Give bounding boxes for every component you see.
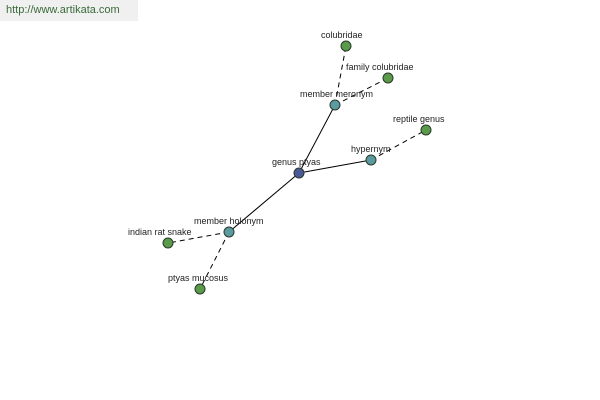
node-label-genus-ptyas[interactable]: genus ptyas (272, 157, 321, 167)
source-banner: http://www.artikata.com (0, 0, 138, 21)
node-colubridae[interactable] (340, 40, 352, 52)
node-label-ptyas-mucosus[interactable]: ptyas mucosus (168, 273, 229, 283)
edge-member-holonym-to-indian-rat-snake (167, 231, 230, 244)
source-link[interactable]: http://www.artikata.com (6, 4, 120, 16)
edge-member-meronym-to-family-colubridae (334, 77, 389, 106)
node-label-member-holonym[interactable]: member holonym (194, 216, 264, 226)
edge-genus-ptyas-to-member-holonym (228, 172, 300, 233)
node-hypernym[interactable] (365, 154, 377, 166)
edge-member-meronym-to-colubridae (334, 45, 347, 106)
node-indian-rat-snake[interactable] (162, 237, 174, 249)
node-ptyas-mucosus[interactable] (194, 283, 206, 295)
edge-genus-ptyas-to-member-meronym (298, 104, 336, 174)
edge-member-holonym-to-ptyas-mucosus (199, 231, 230, 290)
node-genus-ptyas[interactable] (293, 167, 305, 179)
node-member-meronym[interactable] (329, 99, 341, 111)
node-label-colubridae[interactable]: colubridae (321, 30, 363, 40)
node-label-reptile-genus[interactable]: reptile genus (393, 114, 445, 124)
edge-hypernym-to-reptile-genus (370, 129, 427, 161)
node-reptile-genus[interactable] (420, 124, 432, 136)
labels-layer: genus ptyas member meronym hypernym member … (128, 30, 445, 283)
edge-genus-ptyas-to-hypernym (298, 159, 372, 174)
nodes-layer (162, 40, 432, 295)
node-label-member-meronym[interactable]: member meronym (300, 89, 373, 99)
node-label-hypernym[interactable]: hypernym (351, 144, 391, 154)
edges-layer (167, 45, 427, 290)
node-label-indian-rat-snake[interactable]: indian rat snake (128, 227, 192, 237)
node-family-colubridae[interactable] (382, 72, 394, 84)
node-member-holonym[interactable] (223, 226, 235, 238)
node-label-family-colubridae[interactable]: family colubridae (346, 62, 414, 72)
